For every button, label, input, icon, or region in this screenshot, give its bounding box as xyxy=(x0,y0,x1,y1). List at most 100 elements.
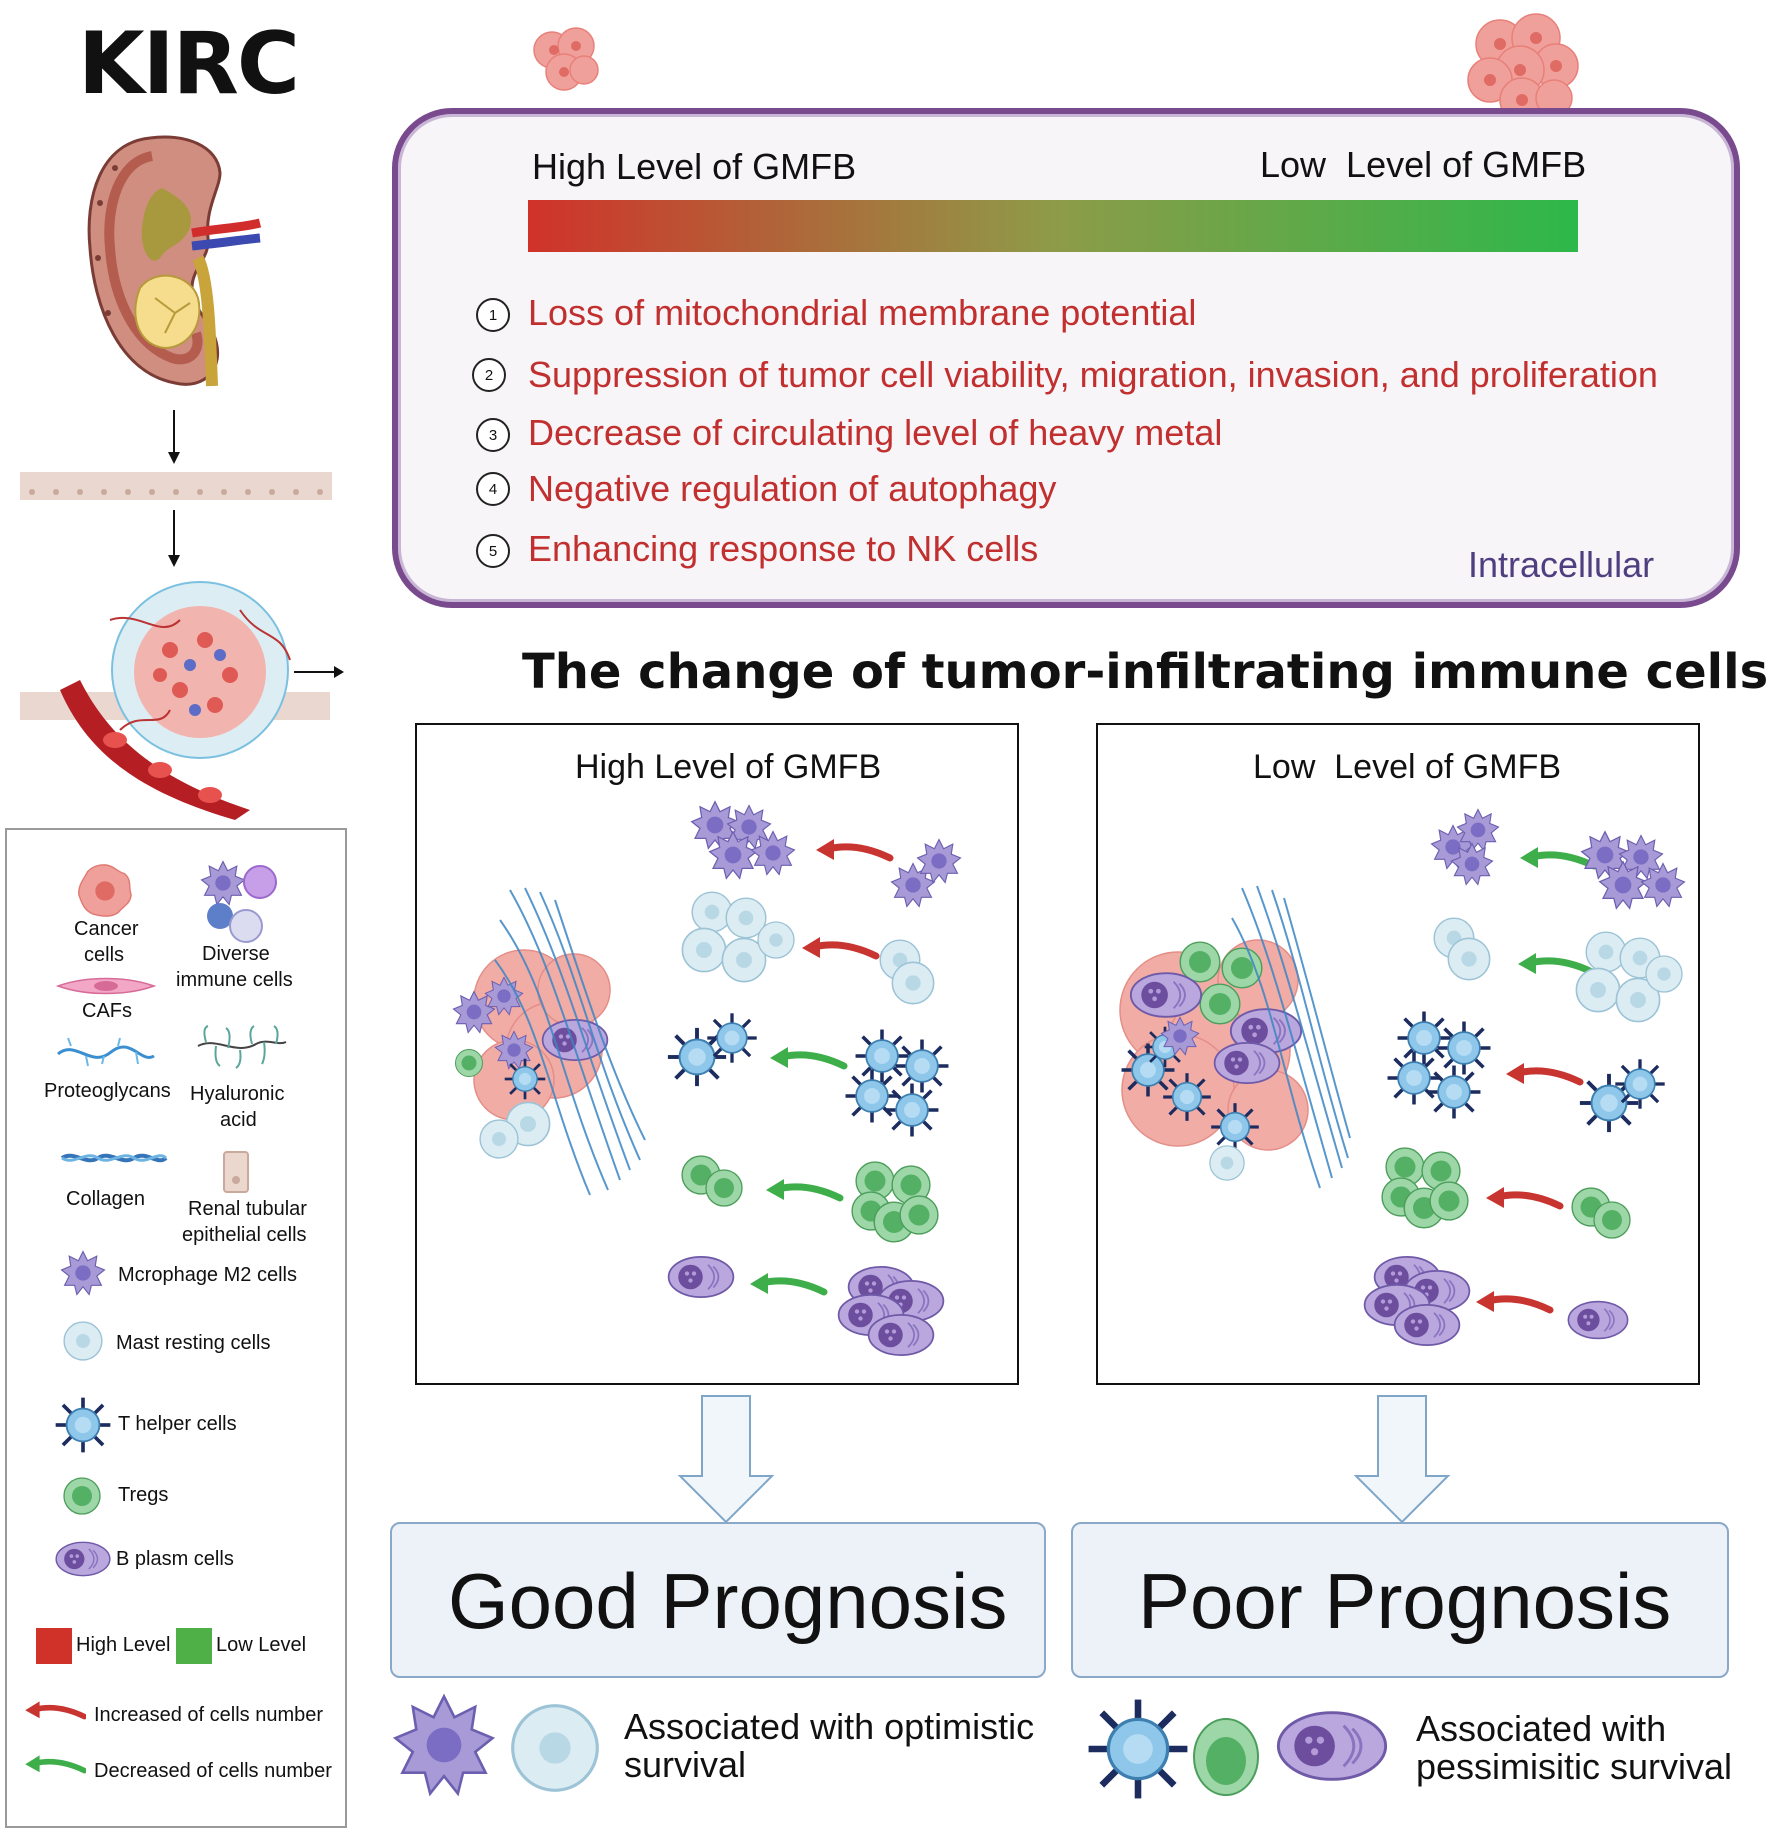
low-gmfb-panel xyxy=(1096,723,1700,1385)
poor-th-large-icon xyxy=(1082,1686,1194,1812)
epithelium-strip-1 xyxy=(20,472,332,500)
increase-arrow-th-low[interactable] xyxy=(1500,1060,1584,1090)
increase-arrow-m2-high[interactable] xyxy=(810,836,894,866)
effect-text-2: Suppression of tumor cell viability, mig… xyxy=(528,354,1658,395)
cancer-cluster-small-icon xyxy=(533,27,599,91)
proteoglycans-icon xyxy=(57,1037,155,1067)
high-mast-pair xyxy=(879,939,935,1005)
tumor-invasion-illustration xyxy=(20,581,344,820)
legend-increased-label: Increased of cells number xyxy=(94,1704,324,1726)
decrease-arrow-th-high[interactable] xyxy=(764,1044,848,1074)
gradient-high-label: High Level of GMFB xyxy=(532,146,857,187)
b-plasma-icon xyxy=(55,1541,111,1577)
good-assoc-line-1: Associated with optimistic xyxy=(624,1706,1035,1747)
decrease-arrow-treg-high[interactable] xyxy=(760,1176,844,1206)
low-th-cluster xyxy=(1385,1009,1493,1121)
effect-text-1: Loss of mitochondrial membrane potential xyxy=(528,292,1197,333)
poor-treg-large-icon xyxy=(1193,1718,1259,1796)
low-treg-cluster xyxy=(1381,1147,1469,1229)
increase-arrow-mast-high[interactable] xyxy=(796,934,880,964)
legend-hyaluronic-label-2: acid xyxy=(220,1109,257,1131)
high-th-cluster xyxy=(843,1027,951,1139)
high-treg-pair xyxy=(681,1155,743,1207)
legend-cancer-label-1: Cancer xyxy=(74,918,139,940)
low-mast-cluster xyxy=(1575,931,1683,1023)
good-mast-large-icon xyxy=(510,1703,600,1793)
low-bplasma-cluster xyxy=(1363,1255,1471,1347)
legend-box xyxy=(5,828,347,1828)
effect-number-3: 3 xyxy=(476,418,510,452)
gradient-low-label: Low Level of GMFB xyxy=(1260,144,1587,185)
good-m2-large-icon xyxy=(394,1695,494,1795)
good-prognosis-box xyxy=(390,1522,1046,1678)
high-treg-cluster xyxy=(851,1161,939,1243)
legend-immune-label-1: Diverse xyxy=(202,943,270,965)
high-level-swatch xyxy=(36,1628,72,1664)
legend-cafs-label: CAFs xyxy=(82,1000,132,1022)
arrow-to-poor-prognosis xyxy=(1353,1395,1451,1524)
down-arrow-2 xyxy=(168,510,180,567)
low-m2-cluster xyxy=(1581,831,1686,909)
high-th-pair xyxy=(665,1011,759,1089)
gmfb-gradient-bar xyxy=(528,200,1578,252)
increase-arrow-bplasma-low[interactable] xyxy=(1470,1288,1554,1318)
decrease-arrow-bplasma-high[interactable] xyxy=(744,1270,828,1300)
effect-number-2: 2 xyxy=(472,358,506,392)
increased-arrow-icon xyxy=(22,1698,86,1724)
poor-assoc-line-1: Associated with xyxy=(1416,1708,1667,1749)
low-mast-pair xyxy=(1433,917,1491,981)
caf-icon xyxy=(55,977,157,995)
arrow-to-good-prognosis xyxy=(677,1395,775,1524)
low-level-swatch xyxy=(176,1628,212,1664)
macrophage-m2-icon xyxy=(60,1250,106,1296)
legend-proteoglycans-label: Proteoglycans xyxy=(44,1080,171,1102)
page-title: KIRC xyxy=(78,14,300,114)
effect-number-1: 1 xyxy=(476,298,510,332)
legend-th-label: T helper cells xyxy=(118,1413,237,1435)
poor-prognosis-box xyxy=(1071,1522,1729,1678)
poor-assoc-line-2: pessimisitic survival xyxy=(1416,1746,1733,1787)
legend-immune-label-2: immune cells xyxy=(176,969,293,991)
legend-renal-label-1: Renal tubular xyxy=(188,1198,307,1220)
legend-high-label: High Level xyxy=(76,1634,171,1656)
effect-text-3: Decrease of circulating level of heavy m… xyxy=(528,412,1223,453)
low-treg-pair xyxy=(1571,1187,1631,1239)
low-gmfb-panel-label: Low Level of GMFB xyxy=(1253,748,1562,786)
high-gmfb-panel xyxy=(415,723,1019,1385)
legend-bplasma-label: B plasm cells xyxy=(116,1548,234,1570)
low-tumor-illustration xyxy=(1119,939,1309,1181)
poor-prognosis-text: Poor Prognosis xyxy=(1138,1557,1672,1645)
high-m2-cluster-right xyxy=(691,801,796,879)
t-helper-icon xyxy=(53,1395,113,1455)
section-title: The change of tumor-infiltrating immune … xyxy=(522,644,1769,700)
gmfb-effects-panel xyxy=(392,108,1740,608)
location-label: Intracellular xyxy=(1468,544,1655,585)
diverse-immune-cells-icon xyxy=(200,860,277,943)
low-collagen-mesh xyxy=(1231,885,1351,1189)
effect-text-4: Negative regulation of autophagy xyxy=(528,468,1057,509)
legend-tregs-label: Tregs xyxy=(118,1484,169,1506)
high-bplasma-cluster xyxy=(837,1265,945,1357)
effect-number-4: 4 xyxy=(476,472,510,506)
mast-resting-icon xyxy=(63,1321,103,1361)
kidney-illustration xyxy=(87,135,262,387)
decreased-arrow-icon xyxy=(22,1752,86,1778)
effect-number-5: 5 xyxy=(476,534,510,568)
high-m2-pair xyxy=(890,838,962,908)
tregs-icon xyxy=(63,1477,101,1515)
legend-decreased-label: Decreased of cells number xyxy=(94,1760,332,1782)
high-collagen-mesh xyxy=(494,887,646,1196)
low-th-pair xyxy=(1577,1057,1667,1135)
low-bplasma-single xyxy=(1567,1300,1629,1340)
increase-arrow-treg-low[interactable] xyxy=(1480,1184,1564,1214)
hyaluronic-acid-icon xyxy=(197,1025,287,1069)
high-mast-cluster xyxy=(681,891,795,983)
down-arrow-1 xyxy=(168,410,180,464)
poor-bplasma-large-icon xyxy=(1276,1711,1388,1781)
legend-cancer-label-2: cells xyxy=(84,944,125,966)
low-m2-pair xyxy=(1430,808,1500,886)
legend-renal-label-2: epithelial cells xyxy=(182,1224,307,1246)
legend-mast-label: Mast resting cells xyxy=(116,1332,271,1354)
collagen-icon xyxy=(60,1153,168,1163)
high-bplasma-single xyxy=(667,1255,735,1299)
